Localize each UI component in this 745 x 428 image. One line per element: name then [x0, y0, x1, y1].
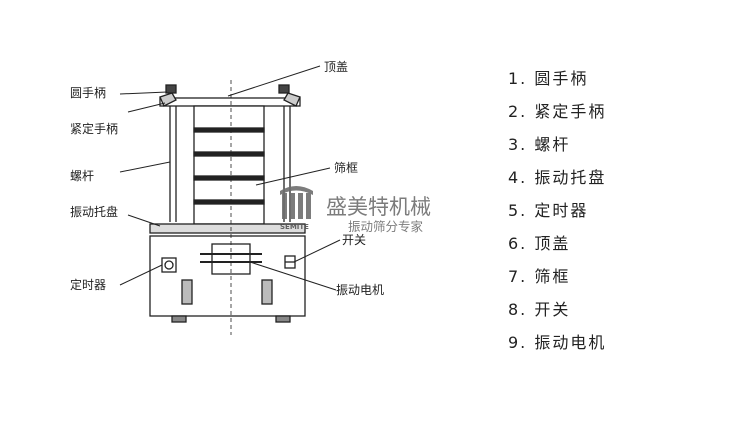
watermark-subtitle: 振动筛分专家	[348, 219, 424, 234]
right-knob	[278, 84, 290, 94]
label-timer: 定时器	[70, 277, 106, 292]
label-motor: 振动电机	[336, 283, 384, 297]
watermark-title: 盛美特机械	[326, 195, 431, 219]
legend-item: 5. 定时器	[508, 201, 589, 220]
left-knob	[165, 84, 177, 94]
watermark-brand: SEMITE	[280, 223, 309, 231]
label-screw: 螺杆	[70, 169, 94, 183]
label-top-cover: 顶盖	[324, 60, 348, 74]
legend-item: 3. 螺杆	[508, 135, 571, 154]
label-handwheel: 圆手柄	[70, 86, 106, 100]
label-switch: 开关	[342, 233, 366, 247]
legend-item: 8. 开关	[508, 300, 571, 319]
legend-list: 1. 圆手柄 2. 紧定手柄 3. 螺杆 4. 振动托盘 5. 定时器 6. 顶…	[508, 62, 606, 359]
sieve-stack	[193, 105, 265, 225]
label-tighten: 紧定手柄	[70, 121, 118, 136]
legend-item: 2. 紧定手柄	[508, 102, 607, 121]
label-tray: 振动托盘	[70, 204, 118, 219]
right-handle-block	[283, 92, 301, 107]
legend-item: 9. 振动电机	[508, 333, 607, 352]
watermark: SEMITE 盛美特机械 振动筛分专家	[280, 186, 431, 234]
legend-item: 6. 顶盖	[508, 234, 571, 253]
vibration-tray	[149, 223, 306, 234]
label-sieve-frame: 筛框	[334, 160, 358, 175]
logo-icon	[280, 186, 313, 219]
legend-item: 1. 圆手柄	[508, 69, 589, 88]
top-cover	[159, 97, 301, 107]
legend-item: 4. 振动托盘	[508, 168, 607, 187]
legend-item: 7. 筛框	[508, 267, 571, 286]
